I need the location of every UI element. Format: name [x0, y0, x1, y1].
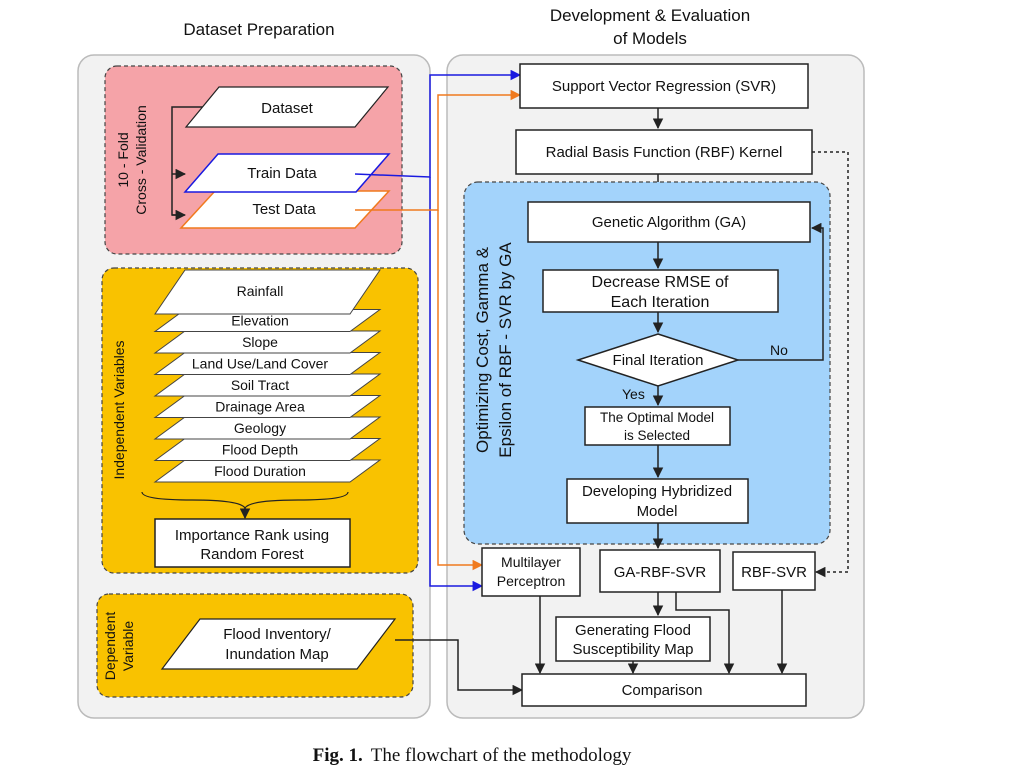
header-dataset-preparation: Dataset Preparation	[183, 20, 334, 39]
rmse-box	[542, 269, 779, 313]
comparison-box	[521, 673, 807, 707]
hybrid-model-box	[566, 478, 749, 524]
svr-label: Support Vector Regression (SVR)	[552, 78, 776, 95]
dependent-side-label-line2: Variable	[120, 621, 136, 672]
dataset-shape	[184, 86, 390, 128]
layer-label: Slope	[242, 334, 278, 350]
no-loop-arrow	[738, 222, 824, 361]
genetic-algorithm-label: Genetic Algorithm (GA)	[592, 214, 746, 231]
optimal-model-box	[584, 406, 731, 446]
final-iteration-label: Final Iteration	[613, 352, 704, 369]
optimization-side-label-line1: Optimizing Cost, Gamma &	[473, 246, 492, 453]
test-to-mlp-arrow	[437, 210, 484, 571]
crossval-side-label-line1: 10 - Fold	[115, 132, 131, 187]
mlp-box	[481, 547, 581, 597]
header-development-line2: of Models	[613, 29, 687, 48]
inventory-to-comparison-arrow	[395, 639, 524, 696]
dataset-label: Dataset	[261, 100, 314, 117]
train-to-mlp-arrow	[429, 177, 484, 592]
layer-label: Soil Tract	[231, 377, 289, 393]
optimization-side-label-line2: Epsilon of RBF - SVR by GA	[496, 242, 515, 458]
gen-map-line1: Generating Flood	[575, 622, 691, 639]
layer-shape	[154, 269, 381, 315]
train-data-label: Train Data	[247, 165, 317, 182]
yes-label: Yes	[622, 386, 645, 402]
rank-label-line2: Random Forest	[200, 546, 304, 563]
header-development-line1: Development & Evaluation	[550, 6, 750, 25]
optimal-model-line1: The Optimal Model	[600, 410, 714, 425]
flood-inventory-shape	[160, 618, 397, 670]
importance-rank-box	[154, 518, 351, 568]
layer-label: Flood Duration	[214, 463, 306, 479]
layer-label: Elevation	[231, 313, 289, 329]
mlp-label-line2: Perceptron	[497, 573, 565, 589]
gen-map-line2: Susceptibility Map	[573, 641, 694, 658]
train-to-svr-arrow	[354, 69, 522, 178]
layer-label: Geology	[234, 420, 286, 436]
rmse-label-line2: Each Iteration	[611, 294, 710, 311]
optimal-model-line2: is Selected	[624, 428, 690, 443]
svr-box	[519, 63, 809, 109]
rank-label-line1: Importance Rank using	[175, 527, 329, 544]
layer-label: Land Use/Land Cover	[192, 356, 329, 372]
flood-inventory-line1: Flood Inventory/	[223, 626, 331, 643]
mlp-label-line1: Multilayer	[501, 554, 561, 570]
independent-variables-side-label: Independent Variables	[111, 340, 127, 479]
train-data-shape	[183, 153, 391, 193]
layer-label: Rainfall	[237, 283, 284, 299]
caption-fig-label: Fig. 1.	[313, 745, 363, 766]
rbf-svr-label: RBF-SVR	[741, 564, 807, 581]
comparison-label: Comparison	[622, 682, 703, 699]
hybrid-model-line1: Developing Hybridized	[582, 483, 732, 500]
test-to-svr-arrow	[355, 89, 522, 211]
caption-text: The flowchart of the methodology	[371, 745, 632, 766]
no-label: No	[770, 342, 788, 358]
ga-rbf-svr-label: GA-RBF-SVR	[614, 564, 707, 581]
genetic-algorithm-box	[527, 201, 811, 243]
rbf-svr-box	[732, 551, 816, 591]
figure-caption: Fig. 1. The flowchart of the methodology	[313, 745, 632, 766]
crossval-side-label-line2: Cross - Validation	[133, 105, 149, 214]
dependent-side-label-line1: Dependent	[102, 612, 118, 681]
rmse-label-line1: Decrease RMSE of	[592, 274, 729, 291]
ga-rbf-svr-to-comparison-arrow	[675, 592, 735, 675]
flood-inventory-line2: Inundation Map	[225, 646, 328, 663]
ga-rbf-svr-box	[599, 549, 721, 593]
test-data-label: Test Data	[252, 201, 316, 218]
hybrid-model-line2: Model	[637, 503, 678, 520]
rbf-to-rbf-svr-dotted-arrow	[812, 151, 849, 578]
layer-label: Flood Depth	[222, 442, 298, 458]
rbf-kernel-label: Radial Basis Function (RBF) Kernel	[546, 144, 783, 161]
rbf-kernel-box	[515, 129, 813, 175]
layer-label: Drainage Area	[215, 399, 305, 415]
